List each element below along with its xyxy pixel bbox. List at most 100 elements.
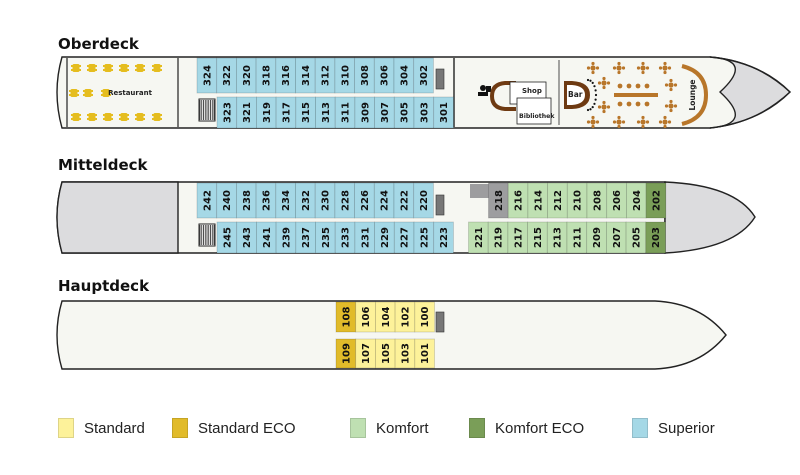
cabin-number: 311	[341, 102, 352, 123]
cabin-number: 236	[261, 190, 272, 211]
lounge-furniture	[586, 61, 678, 129]
legend-item-standard: Standard	[58, 418, 145, 438]
cabin-236[interactable]: 236	[255, 182, 277, 219]
cabin-222[interactable]: 222	[393, 182, 415, 219]
cabin-number: 222	[399, 190, 410, 211]
cabin-number: 301	[439, 102, 450, 123]
elevator-icon	[435, 311, 445, 333]
cabin-212[interactable]: 212	[547, 182, 568, 219]
cabin-number: 100	[420, 307, 431, 328]
cabin-102[interactable]: 102	[394, 301, 416, 333]
cabin-number: 242	[202, 190, 213, 211]
cabin-number: 105	[381, 343, 392, 364]
cabin-number: 303	[419, 102, 430, 123]
cabin-305[interactable]: 305	[393, 96, 415, 129]
legend-label: Superior	[658, 419, 715, 437]
hull-outline-bow	[709, 56, 791, 129]
cabin-206[interactable]: 206	[606, 182, 627, 219]
room-label-bibliothek: Bibliothek	[519, 113, 555, 120]
cabin-108[interactable]: 108	[335, 301, 357, 333]
cabin-202[interactable]: 202	[645, 182, 667, 219]
cabin-number: 302	[419, 65, 430, 86]
room-label-restaurant: Restaurant	[108, 89, 153, 97]
cabin-215[interactable]: 215	[527, 221, 548, 254]
cabin-228[interactable]: 228	[334, 182, 355, 219]
cabin-214[interactable]: 214	[527, 182, 549, 219]
cabin-106[interactable]: 106	[355, 301, 376, 333]
elevator-icon	[435, 68, 445, 90]
cabin-314[interactable]: 314	[295, 57, 316, 94]
cabin-number: 307	[380, 102, 391, 123]
cabin-205[interactable]: 205	[625, 221, 647, 254]
cabin-208[interactable]: 208	[586, 182, 608, 219]
cabin-308[interactable]: 308	[354, 57, 375, 94]
cabin-101[interactable]: 101	[414, 338, 435, 369]
cabin-number: 309	[360, 102, 371, 123]
cabin-number: 226	[360, 190, 371, 211]
cabin-226[interactable]: 226	[354, 182, 375, 219]
cabin-number: 319	[262, 102, 273, 123]
cabin-301[interactable]: 301	[433, 96, 454, 129]
cabin-303[interactable]: 303	[413, 96, 435, 129]
cabin-312[interactable]: 312	[314, 57, 336, 94]
cabin-322[interactable]: 322	[216, 57, 237, 94]
cabin-324[interactable]: 324	[196, 57, 218, 94]
cabin-223[interactable]: 223	[433, 221, 454, 254]
cabin-number: 211	[572, 227, 583, 248]
cabin-number: 217	[513, 227, 524, 248]
cabin-number: 202	[651, 190, 662, 211]
cabin-number: 223	[439, 227, 450, 248]
cabin-311[interactable]: 311	[334, 96, 356, 129]
stairs-icon	[198, 223, 216, 247]
cabin-211[interactable]: 211	[566, 221, 588, 254]
cabin-number: 205	[631, 227, 642, 248]
cabin-306[interactable]: 306	[373, 57, 395, 94]
cabin-220[interactable]: 220	[413, 182, 434, 219]
cabin-218[interactable]: 218	[488, 182, 509, 219]
cabin-317[interactable]: 317	[275, 96, 297, 129]
cabin-224[interactable]: 224	[373, 182, 395, 219]
cabin-315[interactable]: 315	[295, 96, 316, 129]
cabin-318[interactable]: 318	[255, 57, 277, 94]
cabin-302[interactable]: 302	[413, 57, 434, 94]
cabin-210[interactable]: 210	[566, 182, 588, 219]
cabin-103[interactable]: 103	[394, 338, 416, 369]
cabin-box	[414, 301, 435, 333]
cabin-304[interactable]: 304	[393, 57, 415, 94]
cabin-320[interactable]: 320	[235, 57, 257, 94]
cabin-238[interactable]: 238	[235, 182, 257, 219]
cabin-number: 104	[381, 307, 392, 328]
bar-stools	[586, 78, 598, 112]
cabin-number: 212	[553, 190, 564, 211]
cabin-104[interactable]: 104	[374, 301, 396, 333]
cabin-216[interactable]: 216	[507, 182, 529, 219]
cabin-230[interactable]: 230	[314, 182, 336, 219]
cabin-232[interactable]: 232	[295, 182, 316, 219]
cabin-203[interactable]: 203	[645, 221, 666, 254]
cabin-107[interactable]: 107	[355, 338, 376, 369]
deck-title-mitteldeck: Mitteldeck	[58, 156, 148, 174]
cabin-240[interactable]: 240	[216, 182, 237, 219]
legend-label: Komfort	[376, 419, 429, 437]
cabin-310[interactable]: 310	[334, 57, 355, 94]
legend-swatch	[58, 418, 74, 438]
cabin-number: 219	[494, 227, 505, 248]
cabin-217[interactable]: 217	[507, 221, 528, 254]
cabin-109[interactable]: 109	[335, 338, 357, 369]
cabin-number: 310	[340, 65, 351, 86]
cabin-number: 312	[321, 65, 332, 86]
cabin-105[interactable]: 105	[374, 338, 396, 369]
cabin-number: 101	[420, 343, 431, 364]
cabin-242[interactable]: 242	[196, 182, 218, 219]
cabin-204[interactable]: 204	[626, 182, 647, 219]
cabin-221[interactable]: 221	[468, 221, 489, 254]
cabin-316[interactable]: 316	[275, 57, 296, 94]
cabin-234[interactable]: 234	[275, 182, 296, 219]
cabin-100[interactable]: 100	[414, 301, 435, 333]
elevator-icon	[435, 194, 445, 216]
cabin-number: 224	[380, 190, 391, 211]
cabin-number: 229	[380, 227, 391, 248]
